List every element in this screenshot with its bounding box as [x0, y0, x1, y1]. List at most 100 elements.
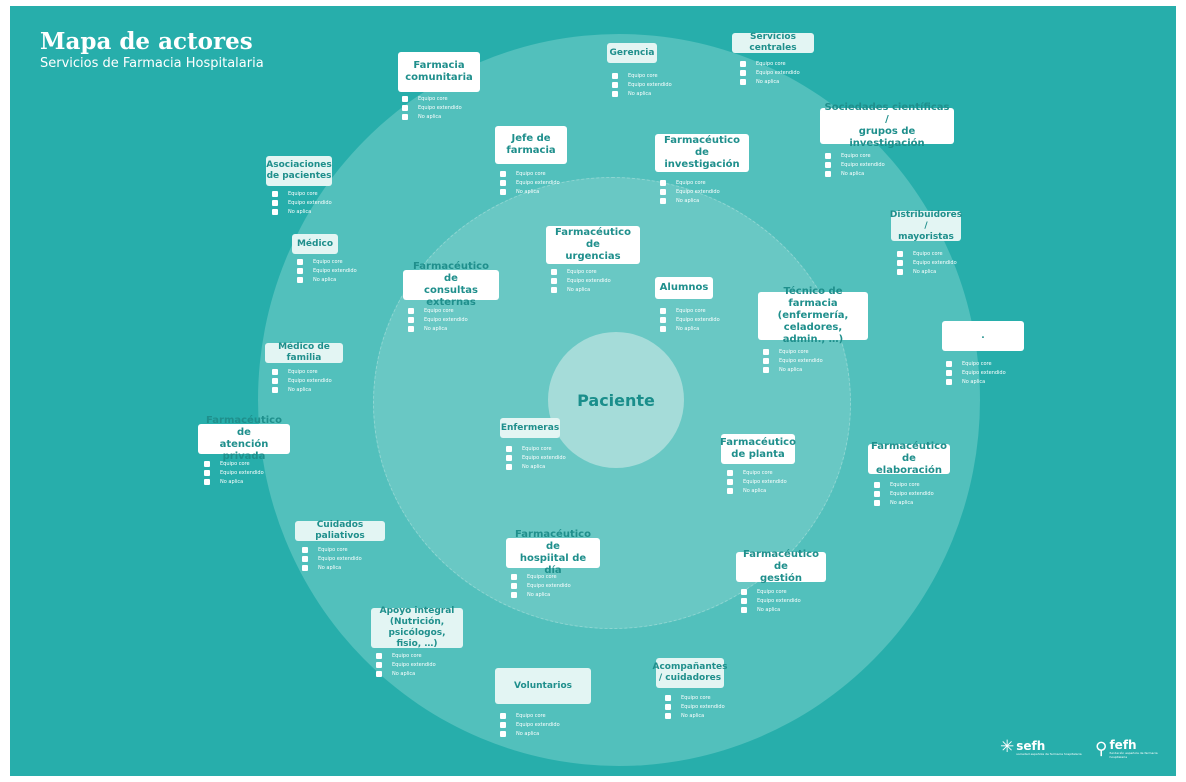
option-row[interactable]: No aplica	[665, 711, 725, 720]
option-row[interactable]: Equipo core	[660, 178, 720, 187]
option-row[interactable]: Equipo core	[740, 59, 800, 68]
checkbox[interactable]	[665, 703, 671, 710]
option-row[interactable]: Equipo extendido	[551, 276, 611, 285]
checkbox[interactable]	[408, 307, 414, 314]
checkbox[interactable]	[825, 152, 831, 159]
option-row[interactable]: No aplica	[897, 267, 957, 276]
option-row[interactable]: Equipo core	[376, 651, 436, 660]
checkbox[interactable]	[612, 90, 618, 97]
option-row[interactable]: Equipo core	[500, 169, 560, 178]
checkbox[interactable]	[740, 78, 746, 85]
option-row[interactable]: No aplica	[874, 498, 934, 507]
checkbox[interactable]	[204, 469, 210, 476]
checkbox[interactable]	[727, 487, 733, 494]
checkbox[interactable]	[665, 694, 671, 701]
option-row[interactable]: Equipo extendido	[376, 660, 436, 669]
option-row[interactable]: No aplica	[297, 275, 357, 284]
checkbox[interactable]	[897, 250, 903, 257]
checkbox[interactable]	[612, 81, 618, 88]
option-row[interactable]: No aplica	[946, 377, 1006, 386]
option-row[interactable]: No aplica	[500, 187, 560, 196]
option-row[interactable]: Equipo extendido	[500, 720, 560, 729]
checkbox[interactable]	[272, 199, 278, 206]
checkbox[interactable]	[272, 190, 278, 197]
checkbox[interactable]	[741, 597, 747, 604]
checkbox[interactable]	[408, 325, 414, 332]
option-row[interactable]: Equipo core	[874, 480, 934, 489]
checkbox[interactable]	[551, 286, 557, 293]
option-row[interactable]: Equipo core	[897, 249, 957, 258]
option-row[interactable]: No aplica	[825, 169, 885, 178]
checkbox[interactable]	[506, 454, 512, 461]
option-row[interactable]: Equipo extendido	[500, 178, 560, 187]
checkbox[interactable]	[551, 268, 557, 275]
option-row[interactable]: No aplica	[272, 385, 332, 394]
option-row[interactable]: Equipo extendido	[204, 468, 264, 477]
option-row[interactable]: Equipo extendido	[727, 477, 787, 486]
checkbox[interactable]	[897, 268, 903, 275]
option-row[interactable]: Equipo core	[551, 267, 611, 276]
option-row[interactable]: Equipo extendido	[511, 581, 571, 590]
checkbox[interactable]	[612, 72, 618, 79]
option-row[interactable]: Equipo extendido	[665, 702, 725, 711]
option-row[interactable]: Equipo core	[204, 459, 264, 468]
checkbox[interactable]	[946, 360, 952, 367]
option-row[interactable]: No aplica	[376, 669, 436, 678]
option-row[interactable]: Equipo core	[825, 151, 885, 160]
option-row[interactable]: Equipo extendido	[302, 554, 362, 563]
option-row[interactable]: Equipo core	[763, 347, 823, 356]
checkbox[interactable]	[740, 69, 746, 76]
checkbox[interactable]	[825, 170, 831, 177]
checkbox[interactable]	[500, 179, 506, 186]
option-row[interactable]: No aplica	[660, 324, 720, 333]
option-row[interactable]: Equipo extendido	[272, 376, 332, 385]
option-row[interactable]: Equipo core	[665, 693, 725, 702]
option-row[interactable]: Equipo extendido	[874, 489, 934, 498]
option-row[interactable]: Equipo core	[741, 587, 801, 596]
checkbox[interactable]	[874, 499, 880, 506]
checkbox[interactable]	[763, 366, 769, 373]
option-row[interactable]: Equipo core	[402, 94, 462, 103]
checkbox[interactable]	[727, 478, 733, 485]
option-row[interactable]: Equipo core	[500, 711, 560, 720]
checkbox[interactable]	[302, 546, 308, 553]
option-row[interactable]: No aplica	[272, 207, 332, 216]
checkbox[interactable]	[297, 258, 303, 265]
checkbox[interactable]	[272, 208, 278, 215]
option-row[interactable]: No aplica	[612, 89, 672, 98]
checkbox[interactable]	[727, 469, 733, 476]
checkbox[interactable]	[665, 712, 671, 719]
checkbox[interactable]	[302, 555, 308, 562]
checkbox[interactable]	[297, 267, 303, 274]
checkbox[interactable]	[376, 670, 382, 677]
option-row[interactable]: Equipo extendido	[506, 453, 566, 462]
option-row[interactable]: Equipo extendido	[946, 368, 1006, 377]
checkbox[interactable]	[660, 307, 666, 314]
checkbox[interactable]	[402, 113, 408, 120]
option-row[interactable]: Equipo core	[408, 306, 468, 315]
checkbox[interactable]	[946, 369, 952, 376]
checkbox[interactable]	[506, 463, 512, 470]
option-row[interactable]: Equipo core	[506, 444, 566, 453]
checkbox[interactable]	[825, 161, 831, 168]
checkbox[interactable]	[500, 188, 506, 195]
option-row[interactable]: Equipo extendido	[660, 315, 720, 324]
checkbox[interactable]	[511, 582, 517, 589]
option-row[interactable]: Equipo extendido	[740, 68, 800, 77]
option-row[interactable]: Equipo extendido	[408, 315, 468, 324]
checkbox[interactable]	[204, 478, 210, 485]
checkbox[interactable]	[402, 104, 408, 111]
checkbox[interactable]	[204, 460, 210, 467]
checkbox[interactable]	[551, 277, 557, 284]
checkbox[interactable]	[500, 730, 506, 737]
option-row[interactable]: Equipo core	[297, 257, 357, 266]
checkbox[interactable]	[500, 721, 506, 728]
option-row[interactable]: No aplica	[741, 605, 801, 614]
checkbox[interactable]	[874, 490, 880, 497]
checkbox[interactable]	[660, 325, 666, 332]
checkbox[interactable]	[272, 386, 278, 393]
checkbox[interactable]	[740, 60, 746, 67]
option-row[interactable]: Equipo extendido	[612, 80, 672, 89]
option-row[interactable]: Equipo extendido	[763, 356, 823, 365]
option-row[interactable]: No aplica	[551, 285, 611, 294]
